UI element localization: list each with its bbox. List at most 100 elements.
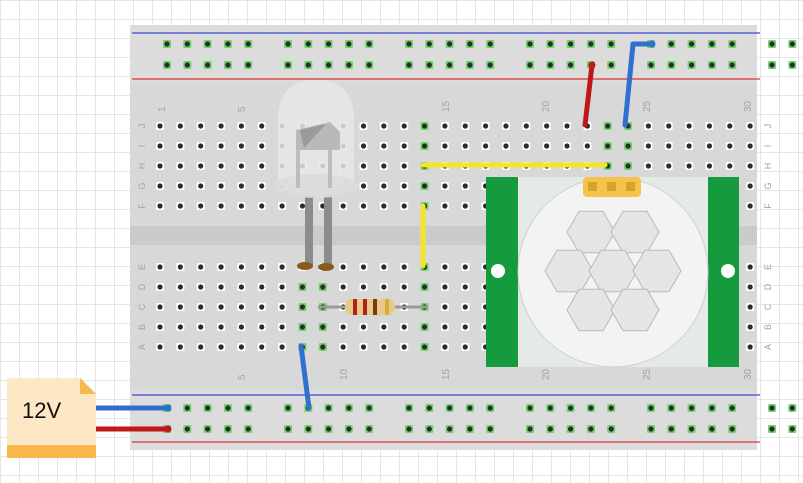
breadboard-hole-contact — [747, 284, 753, 290]
breadboard-hole-contact — [381, 123, 387, 129]
column-number: 10 — [339, 368, 350, 380]
breadboard-hole-contact — [346, 426, 352, 432]
breadboard-hole-contact — [747, 324, 753, 330]
breadboard-hole-contact — [709, 426, 715, 432]
red-wire-top[interactable] — [582, 62, 595, 128]
row-letter: B — [137, 324, 147, 330]
breadboard-hole-contact — [184, 62, 190, 68]
breadboard-hole-contact — [747, 264, 753, 270]
breadboard-hole-contact — [686, 143, 692, 149]
column-number: 20 — [541, 368, 552, 380]
breadboard-hole-contact — [564, 123, 570, 129]
breadboard-hole-contact — [225, 41, 231, 47]
row-letter: C — [763, 303, 773, 310]
breadboard-hole-contact — [648, 426, 654, 432]
breadboard-hole-contact — [177, 344, 183, 350]
breadboard-hole-contact — [769, 41, 775, 47]
breadboard-hole-contact — [462, 203, 468, 209]
breadboard-hole-contact — [381, 163, 387, 169]
row-letter: D — [763, 283, 773, 290]
breadboard-hole-contact — [462, 143, 468, 149]
breadboard-hole-contact — [238, 264, 244, 270]
breadboard-hole-contact — [547, 62, 553, 68]
breadboard-hole-contact — [666, 123, 672, 129]
breadboard-hole-contact — [205, 405, 211, 411]
breadboard-hole-contact — [447, 62, 453, 68]
breadboard-hole-contact — [198, 163, 204, 169]
breadboard-hole-contact — [789, 62, 795, 68]
breadboard-hole-contact — [447, 426, 453, 432]
breadboard-hole-contact — [729, 405, 735, 411]
breadboard-hole-contact — [157, 203, 163, 209]
breadboard-hole-contact — [588, 405, 594, 411]
wire-end — [588, 61, 596, 69]
breadboard-hole-contact — [462, 183, 468, 189]
breadboard-hole-contact — [305, 41, 311, 47]
breadboard-hole-contact — [709, 41, 715, 47]
breadboard-hole-contact — [706, 123, 713, 129]
breadboard-hole-contact — [305, 62, 311, 68]
breadboard-hole-contact — [218, 203, 224, 209]
breadboard-hole-contact — [198, 203, 204, 209]
breadboard-hole-contact — [157, 284, 163, 290]
breadboard-hole-contact — [483, 143, 489, 149]
breadboard-hole-contact — [487, 426, 493, 432]
top-power-rail — [130, 25, 757, 83]
breadboard-hole-contact — [769, 405, 775, 411]
breadboard-hole-contact — [326, 41, 332, 47]
breadboard-hole-contact — [177, 143, 183, 149]
breadboard-hole-contact — [238, 324, 244, 330]
breadboard-hole-contact — [157, 143, 163, 149]
breadboard-hole-contact — [360, 284, 367, 290]
breadboard-hole-contact — [299, 284, 306, 290]
breadboard-hole-contact — [238, 123, 244, 129]
breadboard-hole-contact — [421, 123, 428, 129]
breadboard-hole-contact — [605, 143, 611, 149]
breadboard-hole-contact — [177, 324, 183, 330]
breadboard-hole-contact — [346, 41, 352, 47]
breadboard-hole-contact — [426, 41, 432, 47]
breadboard-hole-contact — [401, 123, 407, 129]
breadboard-hole-contact — [366, 41, 372, 47]
breadboard-hole-contact — [366, 62, 372, 68]
battery-icon[interactable]: 12V — [7, 378, 96, 458]
breadboard-hole-contact — [285, 41, 291, 47]
breadboard-hole-contact — [326, 62, 332, 68]
breadboard-hole-contact — [568, 405, 574, 411]
breadboard-hole-contact — [157, 183, 163, 189]
breadboard-hole-contact — [689, 426, 695, 432]
resistor-icon[interactable] — [318, 299, 428, 315]
breadboard-hole-contact — [729, 426, 735, 432]
blue-wire-bottom[interactable] — [298, 343, 312, 411]
breadboard-hole-contact — [259, 123, 265, 129]
breadboard-hole-contact — [645, 143, 652, 149]
breadboard-hole-contact — [218, 183, 224, 189]
breadboard-hole-contact — [584, 143, 590, 149]
column-number: 25 — [642, 368, 653, 380]
breadboard-hole-contact — [259, 163, 265, 169]
led-icon[interactable] — [274, 80, 358, 271]
breadboard-hole-contact — [245, 41, 251, 47]
row-letter: E — [137, 264, 147, 270]
breadboard-hole-contact — [360, 203, 367, 209]
breadboard-hole-contact — [401, 264, 407, 270]
breadboard-hole-contact — [442, 123, 448, 129]
breadboard-hole-contact — [442, 284, 448, 290]
breadboard-hole-contact — [729, 41, 735, 47]
breadboard-hole-contact — [238, 183, 244, 189]
row-letter: J — [763, 124, 773, 129]
column-number: 1 — [157, 106, 168, 112]
blue-wire-top[interactable] — [622, 41, 655, 128]
breadboard-hole-contact — [668, 426, 674, 432]
pir-motion-sensor-icon[interactable] — [486, 176, 739, 368]
breadboard-hole-contact — [279, 203, 285, 209]
breadboard-hole-contact — [259, 183, 265, 189]
breadboard-hole-contact — [568, 62, 574, 68]
breadboard-hole-contact — [360, 264, 367, 270]
breadboard-hole-contact — [727, 123, 733, 129]
breadboard-hole-contact — [608, 41, 614, 47]
breadboard-hole-contact — [605, 123, 611, 129]
column-number: 20 — [541, 100, 552, 112]
breadboard-hole-contact — [381, 324, 387, 330]
